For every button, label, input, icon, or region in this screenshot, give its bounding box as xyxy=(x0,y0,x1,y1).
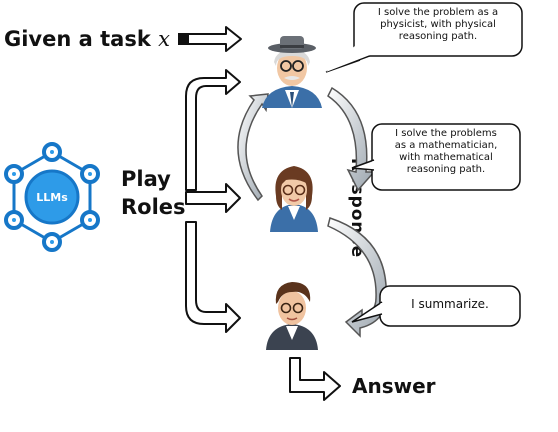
mathematician-speech-line3: with mathematical xyxy=(399,152,493,163)
feedback-arrows xyxy=(237,86,387,338)
mathematician-speech: I solve the problems as a mathematician,… xyxy=(374,128,518,176)
mathematician-speech-line1: I solve the problems xyxy=(395,128,497,139)
task-variable: x xyxy=(158,27,170,51)
llm-network-icon: LLMs xyxy=(4,142,100,252)
physicist-avatar xyxy=(262,36,322,108)
physicist-speech-line1: I solve the problem as a xyxy=(377,7,499,18)
physicist-speech: I solve the problem as a physicist, with… xyxy=(356,7,520,43)
role-fork-arrows xyxy=(185,69,241,333)
mathematician-speech-line2: as a mathematician, xyxy=(394,140,498,151)
task-prefix: Given a task xyxy=(4,27,151,51)
summarizer-avatar xyxy=(266,282,318,350)
mathematician-avatar xyxy=(270,166,318,232)
mathematician-speech-line4: reasoning path. xyxy=(406,164,486,175)
answer-label: Answer xyxy=(352,374,436,398)
physicist-speech-line2: physicist, with physical xyxy=(380,19,496,30)
play-roles-line1: Play xyxy=(121,167,171,191)
play-roles-line2: Roles xyxy=(121,195,186,219)
answer-arrow xyxy=(289,357,341,401)
physicist-speech-line3: reasoning path. xyxy=(398,31,478,42)
play-roles-label: Play Roles xyxy=(121,165,186,221)
speech-bubble-summarizer xyxy=(351,285,521,327)
summarizer-speech: I summarize. xyxy=(382,298,518,310)
task-arrow xyxy=(178,26,242,52)
speech-bubble-mathematician xyxy=(351,123,521,191)
task-label: Given a task x xyxy=(4,27,170,51)
speech-bubble-physicist xyxy=(325,2,523,73)
summarizer-speech-line1: I summarize. xyxy=(411,297,489,311)
llm-text: LLMs xyxy=(36,191,68,204)
